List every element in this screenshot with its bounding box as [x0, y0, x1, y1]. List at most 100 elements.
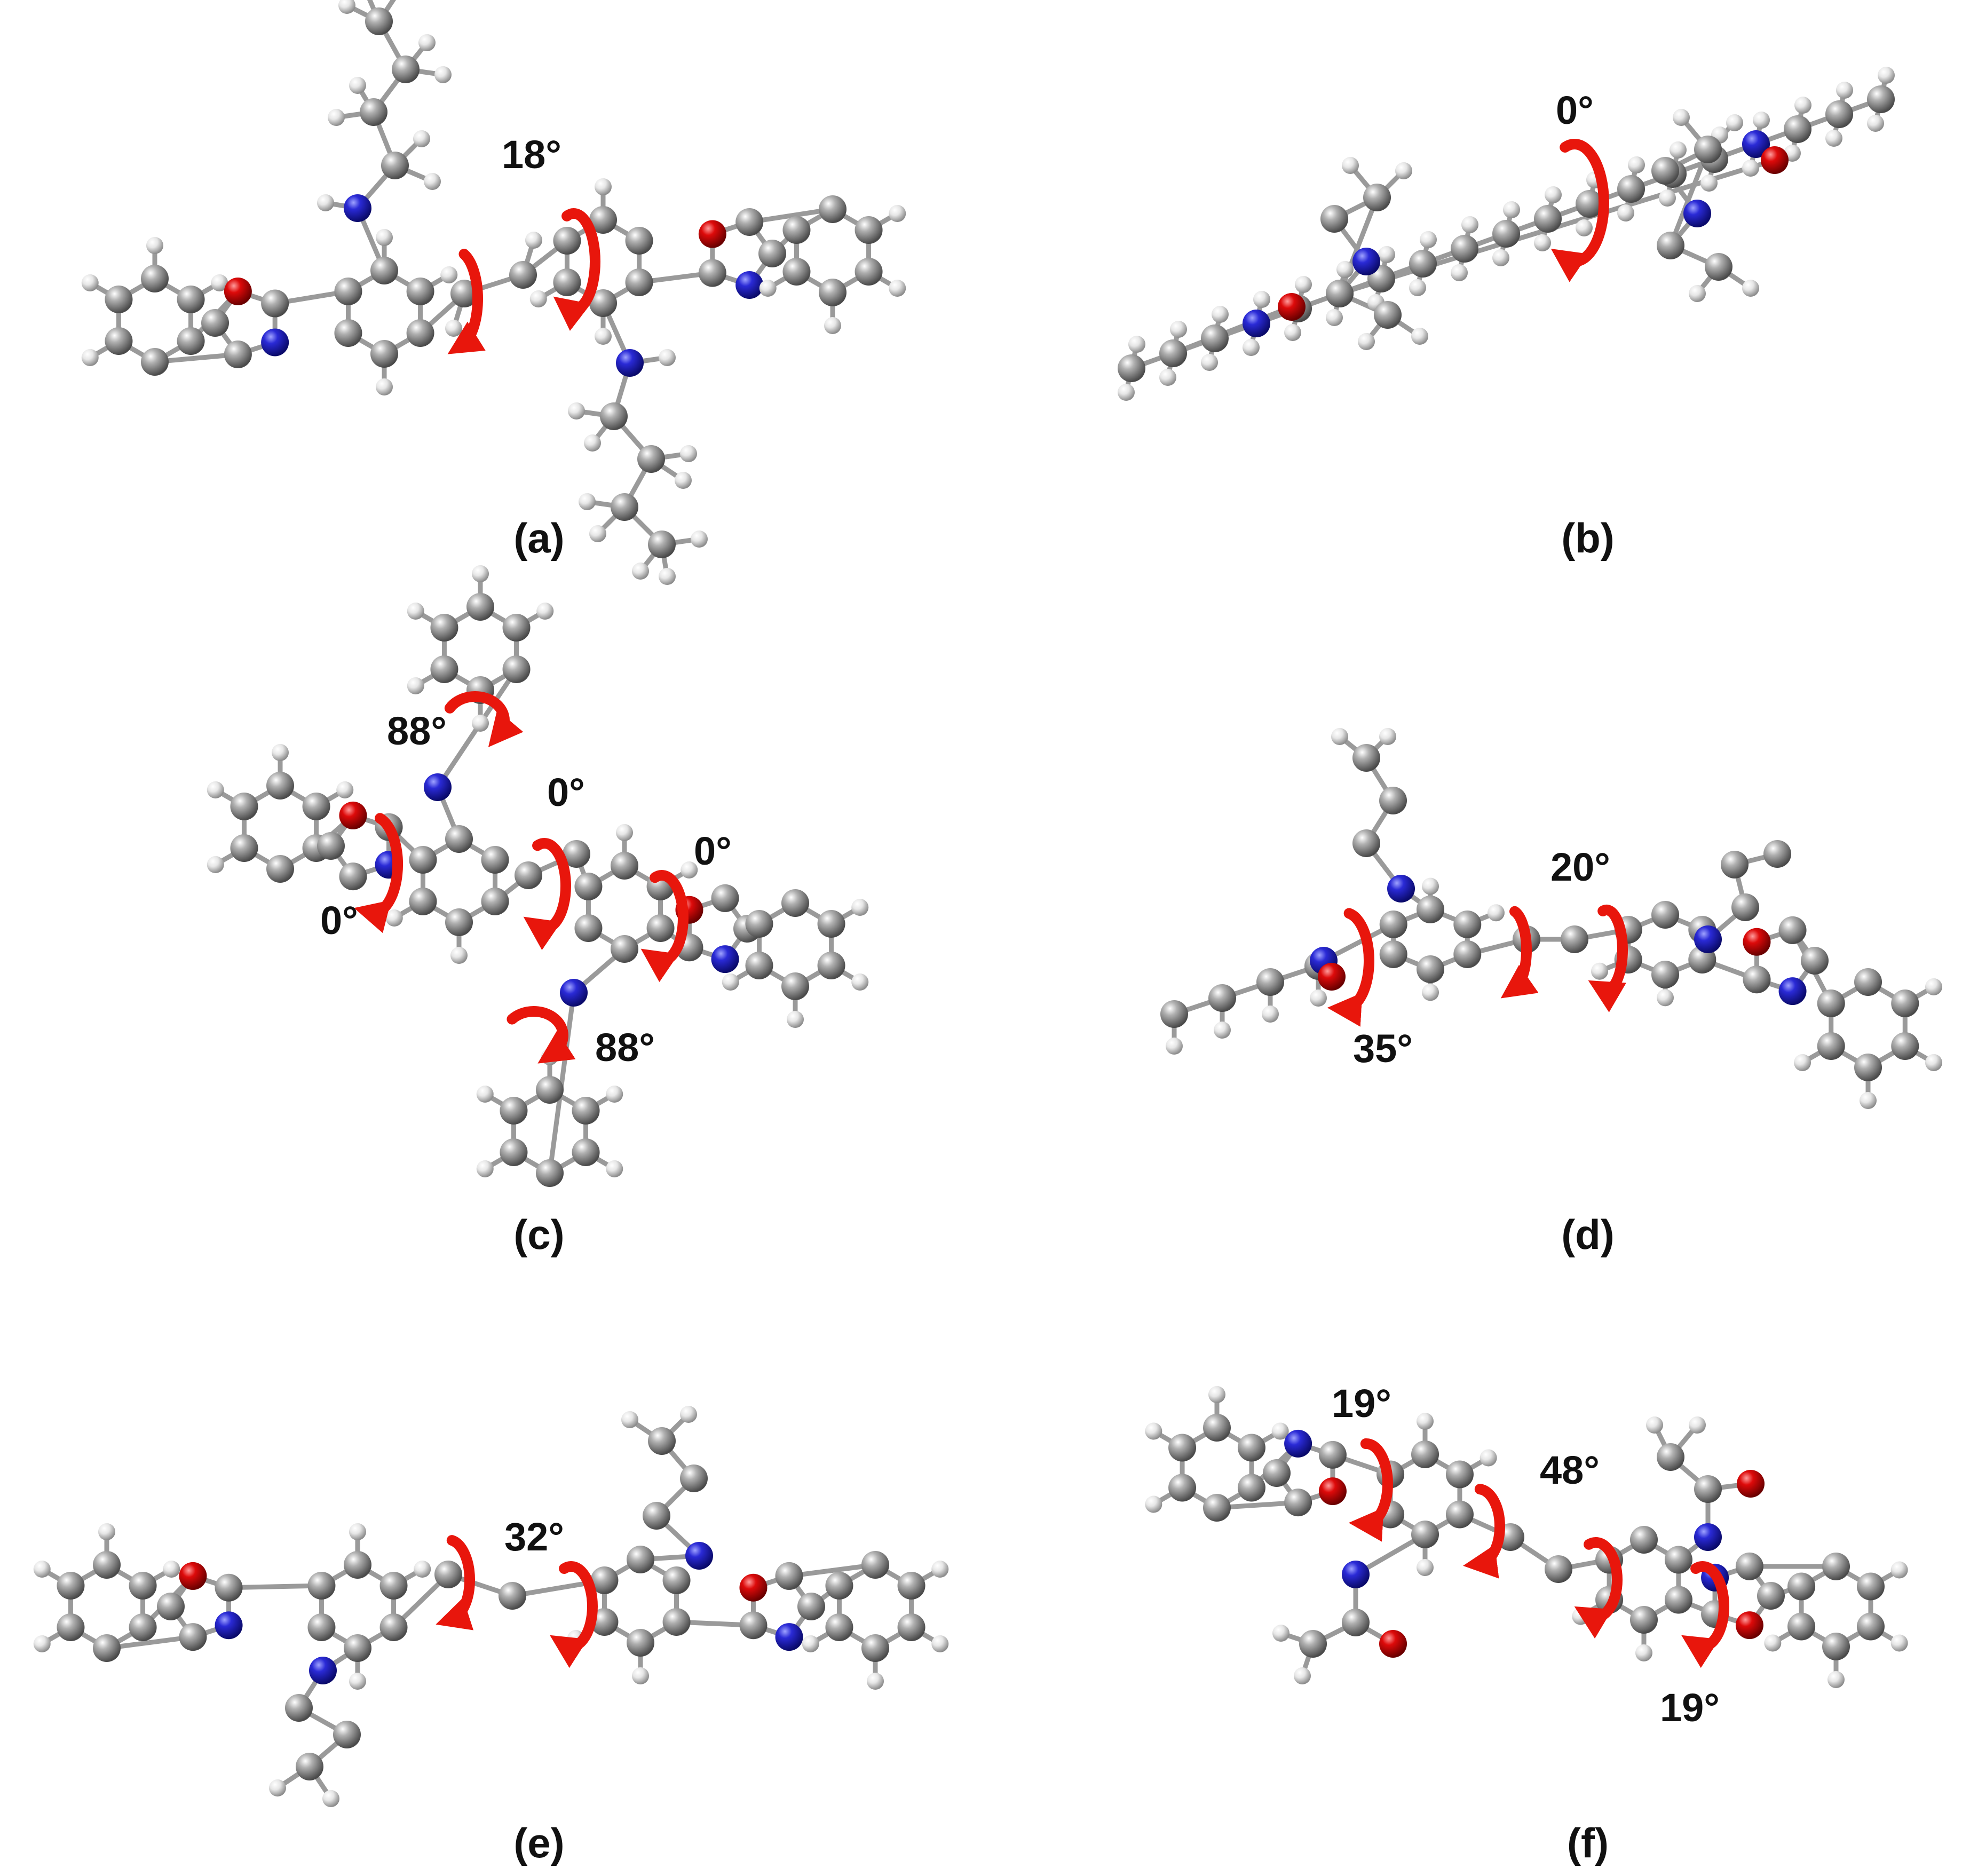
panel-d-carbon-atom-14: [1417, 896, 1444, 923]
panel-f-carbon-atom-0: [1237, 1474, 1265, 1502]
panel-f-carbon-atom-5: [1237, 1434, 1265, 1462]
torsion-arrow-c-2: [354, 813, 403, 933]
panel-f-hydrogen-atom-23: [1480, 1449, 1497, 1467]
panel-e-hydrogen-atom-22: [414, 1561, 431, 1578]
panel-f-carbon-atom-43: [1822, 1553, 1850, 1580]
angle-label-c-5: 88°: [595, 1025, 655, 1070]
panel-e-hydrogen-atom-53: [269, 1779, 286, 1796]
panel-d-carbon-atom-10: [1453, 940, 1482, 968]
panel-f-carbon-atom-19: [1411, 1440, 1439, 1468]
panel-e-nitrogen-atom-35: [775, 1623, 803, 1651]
panel-a-carbon-atom-19: [370, 257, 398, 284]
panel-a-carbon-atom-33: [625, 227, 653, 255]
panel-c-hydrogen-atom-55: [472, 715, 489, 732]
panel-a-carbon-atom-30: [553, 268, 581, 296]
panel-a-hydrogen-atom-48: [889, 280, 906, 297]
panel-e-hydrogen-atom-8: [98, 1523, 115, 1540]
panel-a-oxygen-atom-11: [224, 278, 252, 306]
panel-b-hydrogen-atom-52: [1825, 130, 1842, 147]
panel-a-carbon-atom-17: [334, 319, 362, 347]
panel-b-hydrogen-atom-29: [1503, 201, 1520, 218]
panel-f-carbon-atom-15: [1445, 1500, 1474, 1529]
panel-c-carbon-atom-18: [409, 846, 437, 874]
panel-c-nitrogen-atom-34: [711, 945, 739, 973]
panel-a-hydrogen-atom-62: [434, 66, 452, 83]
panel-b-carbon-atom-30: [1534, 205, 1562, 233]
panel-a-carbon-atom-16: [370, 340, 398, 368]
panel-e-hydrogen-atom-6: [33, 1635, 51, 1652]
panel-b-hydrogen-atom-16: [1326, 309, 1343, 326]
panel-e-carbon-atom-58: [648, 1427, 676, 1455]
panel-d-hydrogen-atom-4: [1166, 1038, 1183, 1055]
panel-d-carbon-atom-52: [1721, 851, 1749, 878]
panel-c-hydrogen-atom-31: [616, 824, 633, 841]
panel-b-hydrogen-atom-5: [1170, 321, 1187, 338]
panel-a-hydrogen-atom-23: [440, 266, 458, 283]
panel-c: [207, 565, 869, 1187]
panel-a-hydrogen-atom-63: [418, 34, 436, 51]
panel-b-carbon-atom-6: [1201, 324, 1229, 352]
panel-f-nitrogen-atom-11: [1284, 1429, 1312, 1458]
panel-e-hydrogen-atom-23: [349, 1673, 366, 1690]
panel-e-carbon-atom-44: [897, 1572, 925, 1600]
panel-a-carbon-atom-45: [782, 216, 811, 244]
panel-f-carbon-atom-56: [1694, 1475, 1722, 1503]
panel-b-carbon-atom-72: [1705, 253, 1732, 281]
panel-f-hydrogen-atom-32: [1635, 1644, 1652, 1661]
panel-d-hydrogen-atom-6: [1262, 1006, 1279, 1023]
panel-c-hydrogen-atom-7: [207, 781, 224, 798]
panel-e-carbon-atom-4: [93, 1551, 121, 1579]
panel-a-hydrogen-atom-61: [349, 77, 366, 94]
torsion-arrow-f-2: [1463, 1484, 1505, 1579]
panel-e-carbon-atom-16: [344, 1634, 371, 1662]
panel-b-hydrogen-atom-66: [1411, 328, 1428, 345]
panel-a-carbon-atom-57: [365, 7, 393, 35]
panel-b-hydrogen-atom-13: [1284, 324, 1301, 341]
panel-b-nitrogen-atom-9: [1243, 310, 1270, 337]
panel-e-hydrogen-atom-60: [680, 1406, 697, 1423]
panel-d-hydrogen-atom-50: [1925, 978, 1942, 995]
panel-c-carbon-atom-27: [574, 914, 603, 942]
panel-d-carbon-atom-43: [1817, 1032, 1845, 1060]
panel-d-carbon-atom-45: [1854, 968, 1882, 996]
panel-a-nitrogen-atom-38: [735, 271, 764, 299]
torsion-arrow-d-3: [1588, 905, 1628, 1012]
panel-c-carbon-atom-14: [339, 862, 367, 891]
panel-d: [1160, 728, 1942, 1109]
panel-c-oxygen-atom-11: [339, 801, 367, 829]
panel-f-carbon-atom-10: [1263, 1459, 1291, 1487]
panel-b-hydrogen-atom-55: [1867, 115, 1884, 132]
panel-a-carbon-atom-31: [553, 227, 581, 255]
panel-b-carbon-atom-3: [1159, 339, 1187, 367]
panel-b-carbon-atom-71: [1657, 232, 1684, 259]
panel-e-nitrogen-atom-55: [685, 1542, 713, 1570]
panel-e-carbon-atom-41: [825, 1613, 853, 1641]
panel-d-hydrogen-atom-7: [1310, 990, 1327, 1007]
panel-e-carbon-atom-5: [129, 1572, 157, 1600]
angle-label-c-2: 0°: [547, 770, 585, 814]
panel-e-carbon-atom-42: [825, 1572, 853, 1600]
panel-a-hydrogen-atom-75: [680, 445, 697, 462]
panel-b-bond-56: [1170, 304, 1294, 356]
panel-e: [33, 1406, 949, 1807]
panel-b-hydrogen-atom-74: [1673, 109, 1690, 126]
panel-b-hydrogen-atom-32: [1545, 186, 1562, 203]
panel-e-carbon-atom-39: [897, 1613, 925, 1641]
panel-f-nitrogen-atom-55: [1694, 1523, 1722, 1551]
panel-b-hydrogen-atom-8: [1212, 306, 1229, 323]
panel-f-carbon-atom-31: [1664, 1546, 1692, 1574]
panel-a-carbon-atom-37: [758, 240, 786, 267]
panel-e-carbon-atom-34: [797, 1593, 825, 1620]
panel-a-hydrogen-atom-21: [376, 378, 393, 395]
panel-d-nitrogen-atom-37: [1778, 977, 1807, 1006]
panel-f-carbon-atom-12: [1318, 1440, 1347, 1469]
panel-f-hydrogen-atom-6: [1145, 1495, 1162, 1513]
panel-c-carbon-atom-10: [317, 832, 345, 860]
panel-b-nitrogen-atom-59: [1352, 248, 1380, 275]
panel-b-hydrogen-atom-38: [1628, 156, 1645, 173]
panel-d-carbon-atom-31: [1651, 901, 1679, 929]
panel-a-carbon-atom-71: [611, 493, 638, 521]
angle-label-a-1: 18°: [502, 132, 561, 177]
panel-d-hydrogen-atom-16: [1422, 984, 1439, 1001]
panel-c-hydrogen-atom-67: [476, 1160, 494, 1177]
